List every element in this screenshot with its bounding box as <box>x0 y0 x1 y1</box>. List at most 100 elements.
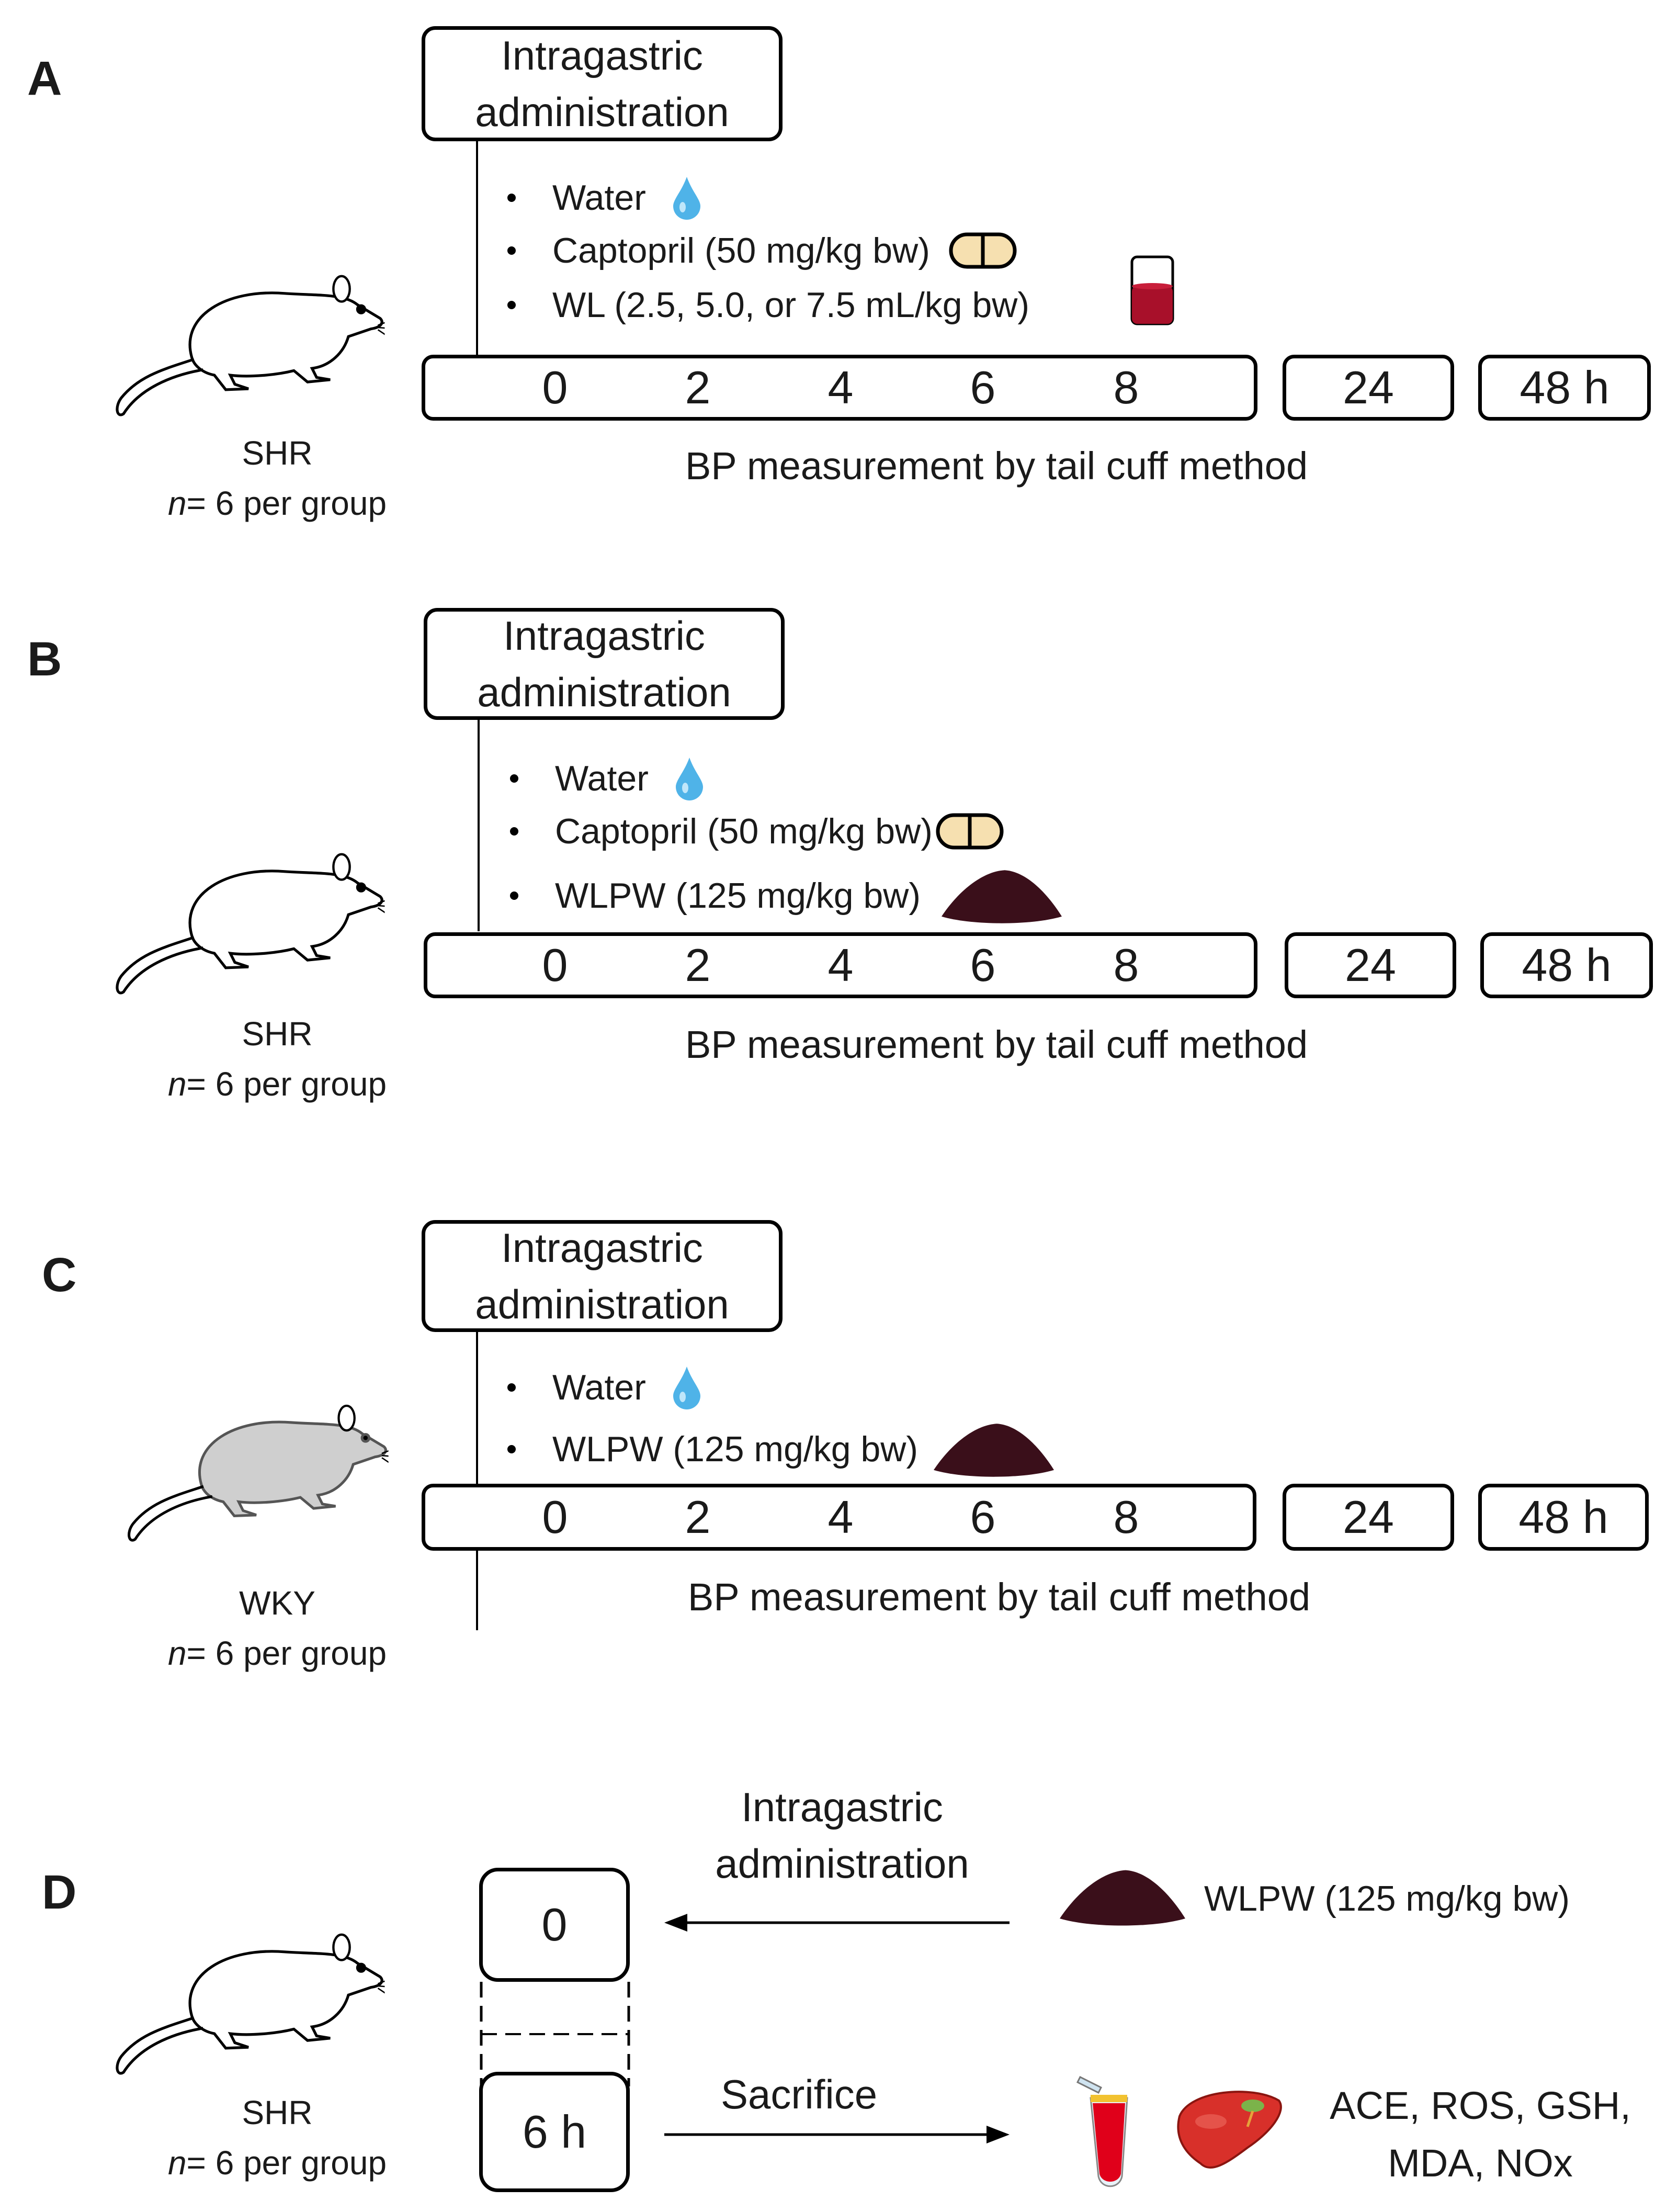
water-drop-icon <box>675 758 703 800</box>
liver-icon <box>1177 2091 1282 2169</box>
time-tick: 8 <box>1113 362 1139 413</box>
panel-letter: A <box>27 52 62 105</box>
list-item: WL (2.5, 5.0, or 7.5 mL/kg bw) <box>507 285 1029 325</box>
item-label: Water <box>552 178 646 218</box>
admin-arrow <box>664 1914 1010 1932</box>
administration-box: Intragastric administration <box>422 1220 783 1332</box>
list-item: Captopril (50 mg/kg bw) <box>507 230 1017 271</box>
item-label: WLPW (125 mg/kg bw) <box>555 875 921 916</box>
time-box-48: 48 h <box>1478 355 1651 421</box>
dashed-connector <box>480 1982 630 2086</box>
bullet-dot <box>507 1383 516 1392</box>
list-item: Water <box>507 1365 702 1409</box>
item-label: WL (2.5, 5.0, or 7.5 mL/kg bw) <box>552 285 1030 325</box>
time-tick: 0 <box>542 939 568 991</box>
time-tick: 2 <box>685 939 711 991</box>
dark-powder-pile-icon <box>1060 1863 1185 1931</box>
group-size-text: = 6 per group <box>186 484 387 522</box>
panel-letter: B <box>27 633 62 686</box>
bullet-dot <box>507 194 516 202</box>
panel-b: B Intragastric administration Water Capt… <box>0 581 1678 1114</box>
timeline-bar: 0 2 4 6 8 <box>422 1484 1256 1551</box>
capsule-pill-icon <box>949 232 1017 269</box>
admin-line1: Intragastric <box>741 1784 943 1830</box>
time-tick: 6 <box>970 939 996 991</box>
water-drop-icon <box>673 1367 700 1409</box>
bullet-dot <box>507 1444 516 1453</box>
n-symbol: n <box>167 2144 187 2182</box>
group-size: n= 6 per group <box>120 1059 434 1109</box>
item-label: Captopril (50 mg/kg bw) <box>555 811 933 851</box>
n-symbol: n <box>167 1065 187 1103</box>
strain-label: SHR n= 6 per group <box>120 1009 434 1109</box>
panel-a: A Intragastric administration Water Capt… <box>0 0 1678 534</box>
timeline-bar: 0 2 4 6 8 <box>424 932 1257 998</box>
list-item: Water <box>507 176 702 220</box>
item-label: Captopril (50 mg/kg bw) <box>552 231 930 270</box>
admin-line1: Intragastric <box>501 1225 703 1271</box>
list-item: Captopril (50 mg/kg bw) <box>510 811 1004 852</box>
bullet-dot <box>510 891 518 900</box>
white-rat-illustration <box>86 840 411 1012</box>
bp-caption: BP measurement by tail cuff method <box>688 1575 1311 1619</box>
dark-powder-pile-icon <box>942 865 1062 926</box>
bullet-dot <box>510 774 518 783</box>
timeline-bar: 0 2 4 6 8 <box>422 355 1257 421</box>
list-item: WLPW (125 mg/kg bw) <box>507 1419 1054 1479</box>
time-tick: 0 <box>542 362 568 413</box>
strain-label: WKY n= 6 per group <box>120 1578 434 1678</box>
strain-name: WKY <box>239 1584 315 1622</box>
white-rat-illustration <box>86 1920 411 2093</box>
connector-line <box>476 1332 478 1630</box>
assay-line1: ACE, ROS, GSH, <box>1330 2084 1631 2127</box>
admin-line1: Intragastric <box>503 613 705 659</box>
strain-name: SHR <box>242 434 313 472</box>
strain-label: SHR n= 6 per group <box>120 2087 434 2188</box>
time-tick: 0 <box>542 1491 568 1543</box>
time-box-48: 48 h <box>1480 932 1653 998</box>
group-size: n= 6 per group <box>120 1628 434 1678</box>
time-box-24: 24 <box>1285 932 1456 998</box>
item-label: Water <box>552 1368 646 1407</box>
n-symbol: n <box>167 1634 187 1672</box>
connector-line <box>476 141 478 357</box>
assay-list: ACE, ROS, GSH, MDA, NOx <box>1323 2077 1637 2192</box>
bp-caption: BP measurement by tail cuff method <box>685 444 1308 488</box>
sacrifice-label: Sacrifice <box>721 2071 878 2117</box>
list-item: Water <box>510 757 705 800</box>
strain-name: SHR <box>242 2094 313 2131</box>
time-box-6h: 6 h <box>479 2072 630 2192</box>
admin-line1: Intragastric <box>501 32 703 78</box>
blood-tube-icon <box>1076 2075 1128 2187</box>
admin-line2: administration <box>475 89 729 135</box>
gray-rat-illustration <box>99 1392 413 1559</box>
time-tick: 8 <box>1113 1491 1139 1543</box>
strain-label: SHR n= 6 per group <box>120 428 434 528</box>
panel-c: C Intragastric administration Water WLPW… <box>0 1193 1678 1726</box>
group-size: n= 6 per group <box>120 478 434 528</box>
time-tick: 4 <box>827 362 854 413</box>
red-liquid-beaker-icon <box>1130 255 1174 325</box>
group-size-text: = 6 per group <box>186 2144 387 2182</box>
strain-name: SHR <box>242 1015 313 1053</box>
panel-d: D Intragastric administration 0 6 h WLPW… <box>0 1747 1678 2212</box>
administration-box: Intragastric administration <box>424 608 785 720</box>
capsule-pill-icon <box>936 813 1004 850</box>
water-drop-icon <box>673 177 700 220</box>
admin-line2: administration <box>475 1281 729 1327</box>
list-item: WLPW (125 mg/kg bw) <box>510 865 1062 926</box>
panel-letter: C <box>42 1248 77 1302</box>
admin-line2: administration <box>715 1841 969 1887</box>
n-symbol: n <box>167 484 187 522</box>
administration-label: Intragastric administration <box>680 1779 1004 1892</box>
time-tick: 6 <box>970 1491 996 1543</box>
item-label: WLPW (125 mg/kg bw) <box>552 1429 919 1469</box>
treatment-label: WLPW (125 mg/kg bw) <box>1204 1879 1570 1918</box>
group-size-text: = 6 per group <box>186 1065 387 1103</box>
bullet-dot <box>507 301 516 309</box>
white-rat-illustration <box>86 262 411 434</box>
panel-letter: D <box>42 1866 77 1919</box>
time-tick: 2 <box>685 1491 711 1543</box>
item-label: Water <box>555 759 649 798</box>
sacrifice-arrow <box>664 2126 1010 2143</box>
